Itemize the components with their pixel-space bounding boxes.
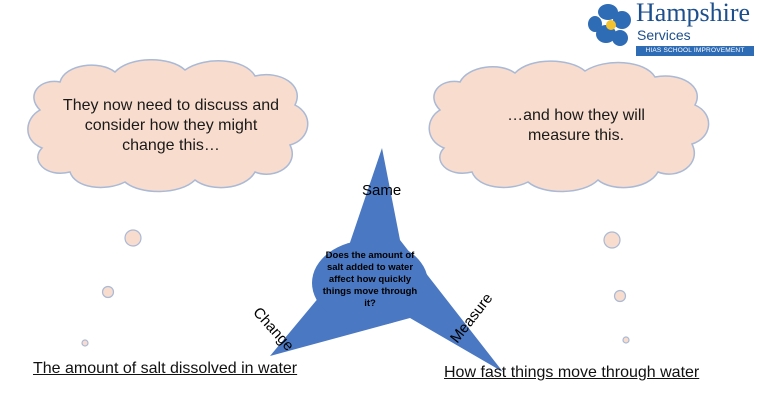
thought-cloud-left	[27, 59, 309, 193]
center-ellipse	[312, 240, 428, 326]
label-left-change: The amount of salt dissolved in water	[33, 360, 298, 377]
logo-sub: Services	[637, 27, 691, 43]
thought-bubble-large-right	[603, 231, 621, 249]
thought-bubble-medium-right	[613, 289, 627, 303]
right-cloud-text: …and how they will measure this.	[507, 107, 645, 144]
thought-bubble-small-right	[622, 336, 630, 344]
label-right-measure: How fast things move through water	[444, 364, 700, 381]
center-question: Does the amount of salt added to water a…	[322, 250, 418, 309]
logo-bar: HIAS SCHOOL IMPROVEMENT	[636, 46, 754, 56]
logo-name: Hampshire	[636, 0, 751, 27]
three-arm-star	[270, 148, 503, 372]
thought-bubble-large-left	[124, 229, 142, 247]
arm-label-same: Same	[362, 182, 402, 199]
thought-cloud-right	[428, 60, 710, 193]
hampshire-logo-icon	[588, 4, 631, 46]
thought-bubble-small-left	[81, 339, 89, 347]
left-cloud-text: They now need to discuss and consider ho…	[62, 97, 280, 154]
thought-bubble-medium-left	[101, 285, 115, 299]
